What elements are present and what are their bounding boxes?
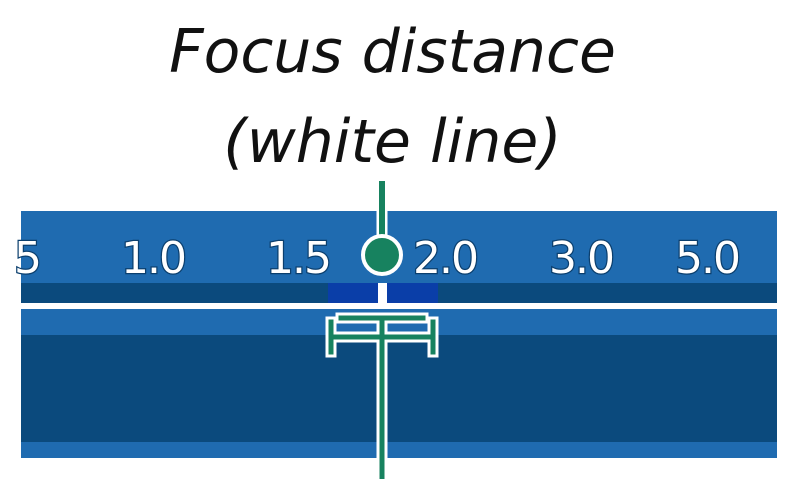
white-divider-line — [21, 303, 777, 309]
scale-label-0: 5 — [14, 233, 40, 284]
lower-band-dark — [21, 335, 777, 442]
caption-line-1: Focus distance — [169, 17, 616, 87]
focus-pointer-callout — [361, 181, 403, 276]
scale-label-4: 3.0 — [549, 233, 613, 284]
depth-of-field-bracket — [325, 312, 439, 479]
caption-line-2: (white line) — [223, 107, 562, 177]
lower-band-bottom — [21, 442, 777, 458]
focus-distance-white-line — [378, 283, 387, 303]
scale-label-3: 2.0 — [413, 233, 477, 284]
scale-label-2: 1.5 — [266, 233, 330, 284]
scale-label-1: 1.0 — [121, 233, 185, 284]
scale-label-5: 5.0 — [675, 233, 739, 284]
